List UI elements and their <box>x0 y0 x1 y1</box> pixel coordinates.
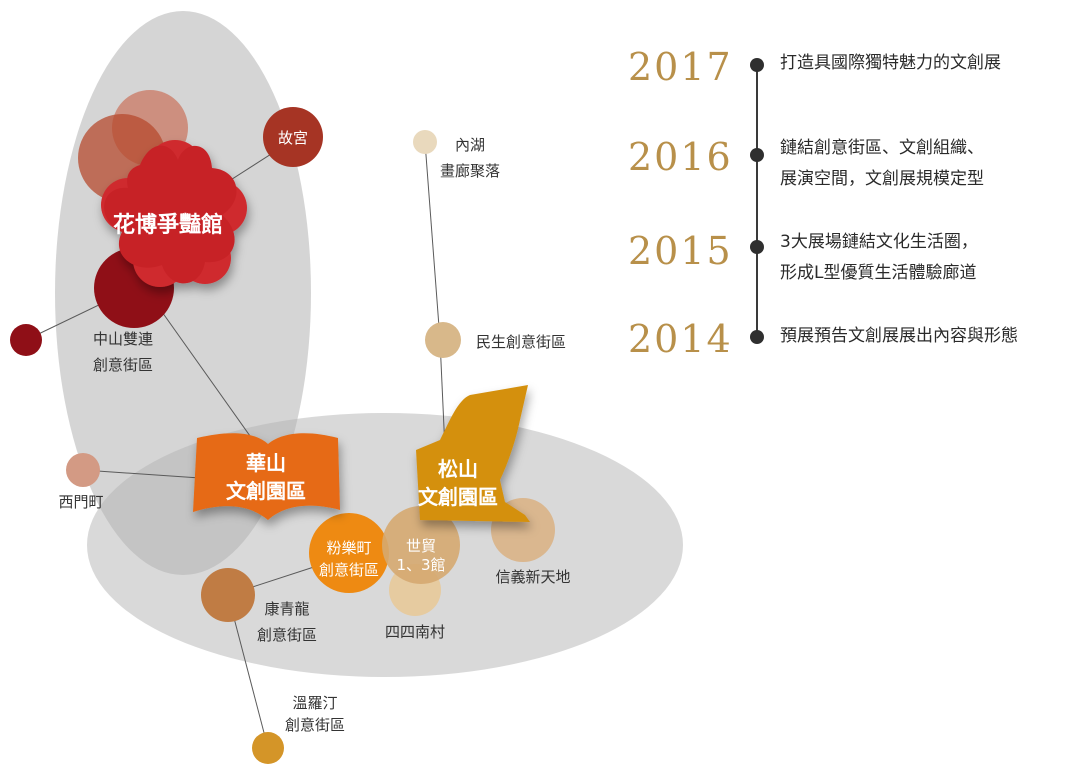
kangqinglong-node[interactable] <box>201 568 255 622</box>
neihu-node[interactable] <box>413 130 437 154</box>
fenlemachi-label-2: 創意街區 <box>319 561 379 579</box>
timeline-line: 鏈結創意街區、文創組織、 <box>780 138 984 158</box>
neihu-label-1: 內湖 <box>455 136 485 154</box>
flora-label: 花博爭豔館 <box>113 212 223 238</box>
ximending-label: 西門町 <box>58 493 103 511</box>
timeline-line: 3大展場鏈結文化生活圈， <box>780 232 978 252</box>
zhongshan-node[interactable] <box>10 324 42 356</box>
timeline-year: 2016 <box>628 135 733 179</box>
ximending-node[interactable] <box>66 453 100 487</box>
timeline-line: 形成L型優質生活體驗廊道 <box>780 263 977 283</box>
timeline-text: 打造具國際獨特魅力的文創展 <box>780 48 1001 79</box>
timeline-text: 鏈結創意街區、文創組織、 展演空間，文創展規模定型 <box>780 133 984 195</box>
neihu-label-2: 畫廊聚落 <box>440 162 500 180</box>
shimao-label-1: 世貿 <box>406 537 436 555</box>
zhongshan-label-2: 創意街區 <box>93 356 153 374</box>
sisinan-label: 四四南村 <box>385 623 445 641</box>
wenluoting-label-2: 創意街區 <box>285 716 345 734</box>
timeline-line: 打造具國際獨特魅力的文創展 <box>780 53 1001 73</box>
kangqinglong-label-1: 康青龍 <box>264 600 309 618</box>
timeline-dot <box>750 148 764 162</box>
timeline-dot <box>750 58 764 72</box>
timeline-axis <box>756 62 758 340</box>
wenluoting-label-1: 溫羅汀 <box>292 694 337 712</box>
timeline-dot <box>750 240 764 254</box>
timeline: 2017 打造具國際獨特魅力的文創展 2016 鏈結創意街區、文創組織、 展演空… <box>620 30 1077 390</box>
timeline-text: 3大展場鏈結文化生活圈， 形成L型優質生活體驗廊道 <box>780 227 978 289</box>
line-ximending <box>82 469 201 479</box>
xinyi-label: 信義新天地 <box>495 568 570 586</box>
line-neihu <box>424 141 441 341</box>
zhongshan-label-1: 中山雙連 <box>93 330 153 348</box>
fenlemachi-node[interactable] <box>309 513 389 593</box>
minsheng-label: 民生創意街區 <box>476 333 566 351</box>
fenlemachi-label-1: 粉樂町 <box>326 539 371 557</box>
songshan-label-1: 松山 <box>438 457 478 481</box>
flora-expo-flower[interactable] <box>101 140 247 287</box>
wenluoting-node[interactable] <box>252 732 284 764</box>
kangqinglong-label-2: 創意街區 <box>257 626 317 644</box>
timeline-year: 2014 <box>628 317 733 361</box>
timeline-year: 2015 <box>628 229 733 273</box>
shimao-node[interactable] <box>382 506 460 584</box>
timeline-dot <box>750 330 764 344</box>
huashan-label-1: 華山 <box>246 451 286 475</box>
gugong-label: 故宮 <box>278 129 308 147</box>
shimao-label-2: 1、3館 <box>396 556 445 574</box>
songshan-chair-icon[interactable] <box>416 385 530 522</box>
huashan-book-icon[interactable] <box>193 433 340 520</box>
timeline-line: 預展預告文創展展出內容與形態 <box>780 326 1018 346</box>
timeline-text: 預展預告文創展展出內容與形態 <box>780 321 1018 352</box>
minsheng-node[interactable] <box>425 322 461 358</box>
line-flora-huashan <box>149 294 261 451</box>
songshan-label-2: 文創園區 <box>418 485 498 509</box>
gugong-node[interactable] <box>263 107 323 167</box>
huashan-label-2: 文創園區 <box>226 479 306 503</box>
timeline-year: 2017 <box>628 45 733 89</box>
timeline-line: 展演空間，文創展規模定型 <box>780 169 984 189</box>
